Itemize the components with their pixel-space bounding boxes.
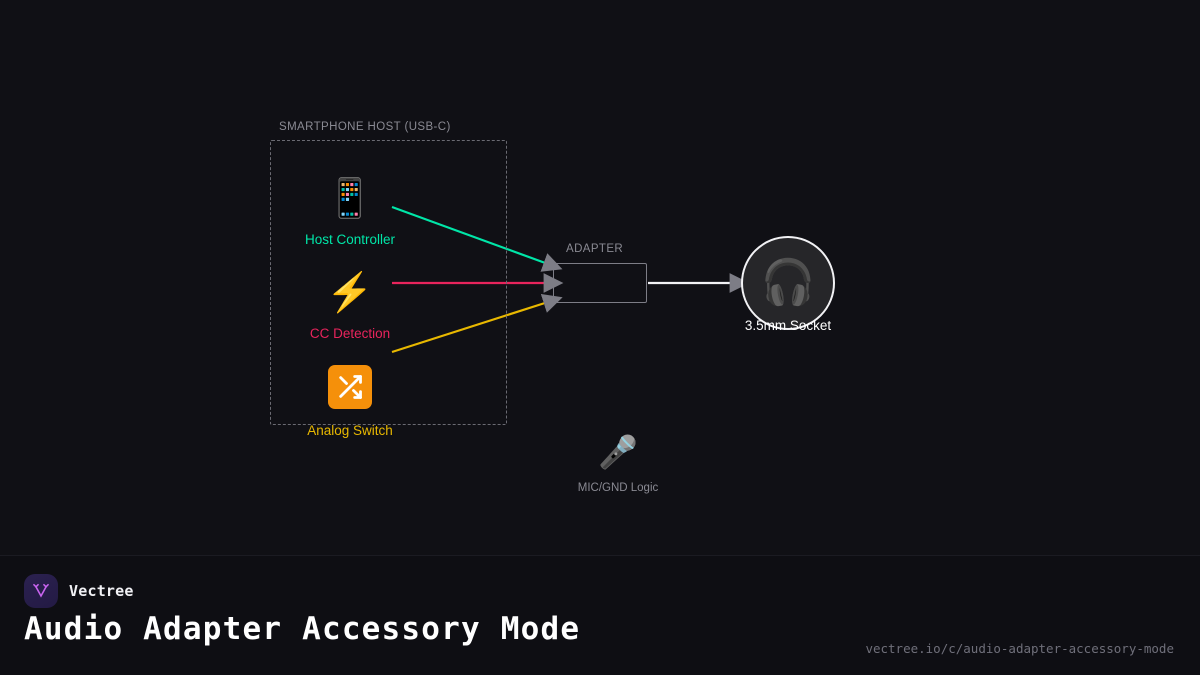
node-label-host-controller: Host Controller <box>304 232 396 247</box>
page-url: vectree.io/c/audio-adapter-accessory-mod… <box>865 641 1174 656</box>
lightning-bolt-icon: ⚡ <box>326 272 374 314</box>
adapter-box[interactable] <box>553 263 647 303</box>
brand-name: Vectree <box>69 582 134 600</box>
page-footer: Vectree Audio Adapter Accessory Mode vec… <box>0 555 1200 675</box>
shuffle-switch-icon <box>328 365 372 409</box>
node-analog-switch[interactable]: Analog Switch <box>307 365 393 438</box>
node-mic-gnd-logic[interactable]: 🎤 MIC/GND Logic <box>578 434 659 494</box>
node-3-5mm-socket[interactable]: 🎧 3.5mm Socket <box>741 236 835 333</box>
group-box-smartphone-host <box>270 140 507 425</box>
group-label-adapter: ADAPTER <box>566 243 624 255</box>
node-label-analog-switch: Analog Switch <box>307 423 393 438</box>
node-label-cc-detection: CC Detection <box>309 326 391 341</box>
node-label-mic-gnd-logic: MIC/GND Logic <box>577 482 659 494</box>
microphone-icon: 🎤 <box>598 434 638 470</box>
smartphone-icon: 📱 <box>326 178 374 220</box>
group-label-smartphone-host: SMARTPHONE HOST (USB-C) <box>279 121 451 133</box>
node-host-controller[interactable]: 📱 Host Controller <box>305 178 395 247</box>
headphones-icon: 🎧 <box>760 258 816 307</box>
socket-disc: 🎧 <box>741 236 835 330</box>
brand: Vectree <box>24 574 134 608</box>
vectree-logo-icon <box>24 574 58 608</box>
node-label-3-5mm-socket: 3.5mm Socket <box>744 318 832 333</box>
node-cc-detection[interactable]: ⚡ CC Detection <box>310 272 390 341</box>
page-title: Audio Adapter Accessory Mode <box>24 611 581 647</box>
